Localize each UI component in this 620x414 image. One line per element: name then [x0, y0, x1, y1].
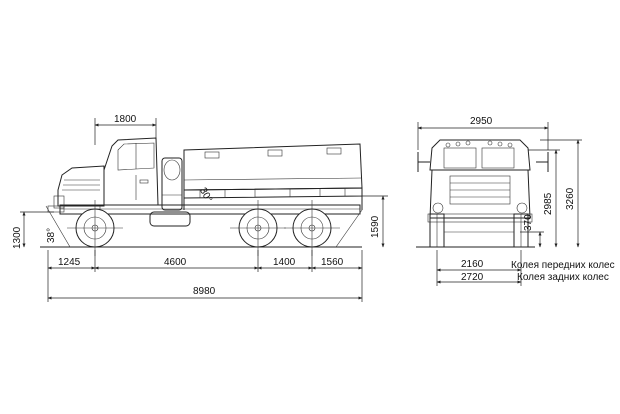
front-view-left-wheel	[429, 213, 445, 248]
dim-text-rear-track: 2720	[461, 272, 484, 283]
dim-text-height-front: 1300	[12, 226, 23, 249]
dim-row-lower: 1245 4600 1400 1560 8980	[47, 250, 363, 302]
legend-front-track: Колея передних колес	[511, 260, 615, 271]
dim-height-overall: 3260	[540, 139, 582, 248]
approach-angle-line	[45, 205, 71, 248]
dim-text-platform-height: 1590	[370, 215, 381, 238]
legend-rear-track: Колея задних колес	[517, 272, 609, 283]
dim-height-front: 1300	[12, 211, 54, 249]
dim-text-height-overall: 3260	[565, 187, 576, 210]
cargo-body	[183, 143, 363, 210]
middle-wheel	[230, 200, 286, 256]
dim-text-front-track: 2160	[461, 259, 484, 270]
front-cab	[417, 139, 549, 172]
angle-text-departure: 30°	[197, 186, 214, 205]
dim-overall-width: 2950	[417, 116, 549, 150]
dim-text-cab-length: 1800	[114, 114, 137, 125]
departure-angle-line	[335, 209, 363, 248]
dim-height-cab: 2985	[528, 149, 560, 248]
dim-ground-clearance: 370	[520, 214, 544, 248]
front-grille	[427, 169, 533, 223]
front-view-right-wheel	[513, 213, 529, 248]
dim-cab-length: 1800	[94, 114, 157, 145]
cab	[103, 137, 159, 206]
front-wheel	[67, 200, 123, 256]
dim-text-height-cab: 2985	[543, 192, 554, 215]
dim-text-overall-width: 2950	[470, 116, 493, 127]
dim-text-front-overhang: 1245	[58, 257, 81, 268]
fuel-tank	[149, 211, 191, 227]
dim-text-overall-length: 8980	[193, 286, 216, 297]
side-view: 1800 1300 38° 30° 1590 1245 4	[12, 114, 388, 302]
dim-text-ground-clearance: 370	[523, 214, 534, 231]
dim-text-rear-overhang: 1560	[321, 257, 344, 268]
dim-text-wheelbase-front: 4600	[164, 257, 187, 268]
front-view: 2950 370 2985 3260 2160 2720 К	[416, 116, 615, 286]
dim-tracks: 2160 2720 Колея передних колес Колея зад…	[436, 250, 615, 286]
spare-wheel-rack	[161, 157, 183, 211]
dim-platform-height: 1590	[362, 195, 388, 248]
rear-wheel	[284, 200, 340, 256]
dim-text-bogie-base: 1400	[273, 257, 296, 268]
angle-text-approach: 38°	[46, 228, 57, 243]
